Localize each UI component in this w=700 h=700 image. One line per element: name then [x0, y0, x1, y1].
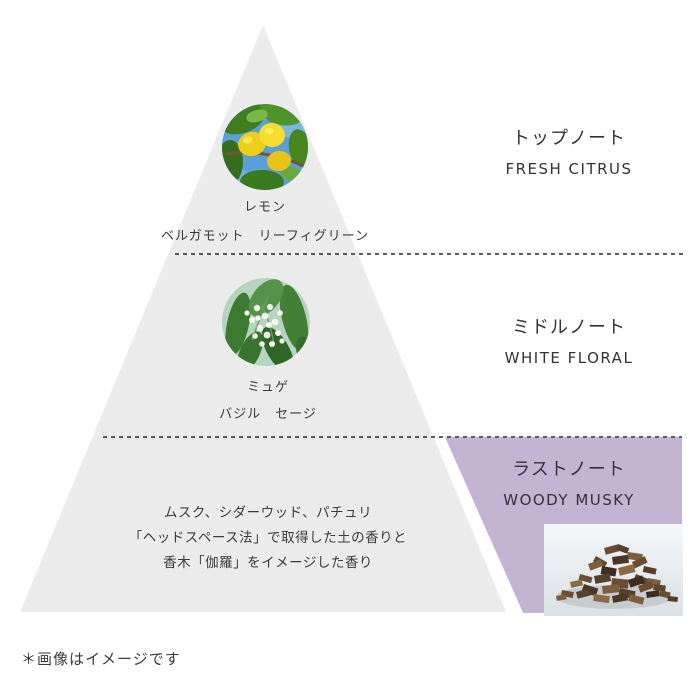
last-note-label-en: WOODY MUSKY — [503, 491, 635, 509]
top-note-label: トップノート FRESH CITRUS — [484, 128, 654, 178]
top-sub-notes: ベルガモット リーフィグリーン — [161, 229, 369, 244]
last-note-description-line2: 「ヘッドスペース法」で取得した土の香りと — [128, 530, 408, 546]
last-note-description-line3: 香木「伽羅」をイメージした香り — [163, 555, 373, 571]
middle-sub-notes: バジル セージ — [219, 407, 317, 422]
lemon-photo-art — [222, 104, 308, 190]
middle-note-label-en: WHITE FLORAL — [504, 349, 634, 367]
last-note-label-jp: ラストノート — [512, 459, 626, 480]
middle-main-note: ミュゲ — [246, 380, 289, 395]
top-main-note: レモン — [243, 200, 286, 215]
middle-note-label-jp: ミドルノート — [512, 317, 626, 338]
middle-note-label: ミドルノート WHITE FLORAL — [484, 317, 654, 367]
top-note-label-en: FRESH CITRUS — [505, 160, 633, 178]
last-note-description: ムスク、シダーウッド、パチュリ 「ヘッドスペース法」で取得した土の香りと 香木「… — [115, 501, 421, 576]
divider-top-middle — [175, 253, 685, 255]
top-note-label-jp: トップノート — [512, 128, 626, 149]
lemon-photo — [222, 104, 308, 190]
last-note-description-line1: ムスク、シダーウッド、パチュリ — [163, 505, 373, 521]
muguet-photo — [222, 278, 310, 366]
muguet-photo-art — [222, 278, 310, 366]
last-note-label: ラストノート WOODY MUSKY — [484, 459, 654, 509]
woodchips-photo-art — [544, 524, 683, 616]
woodchips-photo — [544, 524, 683, 616]
image-disclaimer: ＊画像はイメージです — [21, 650, 181, 668]
divider-middle-last — [103, 436, 682, 438]
